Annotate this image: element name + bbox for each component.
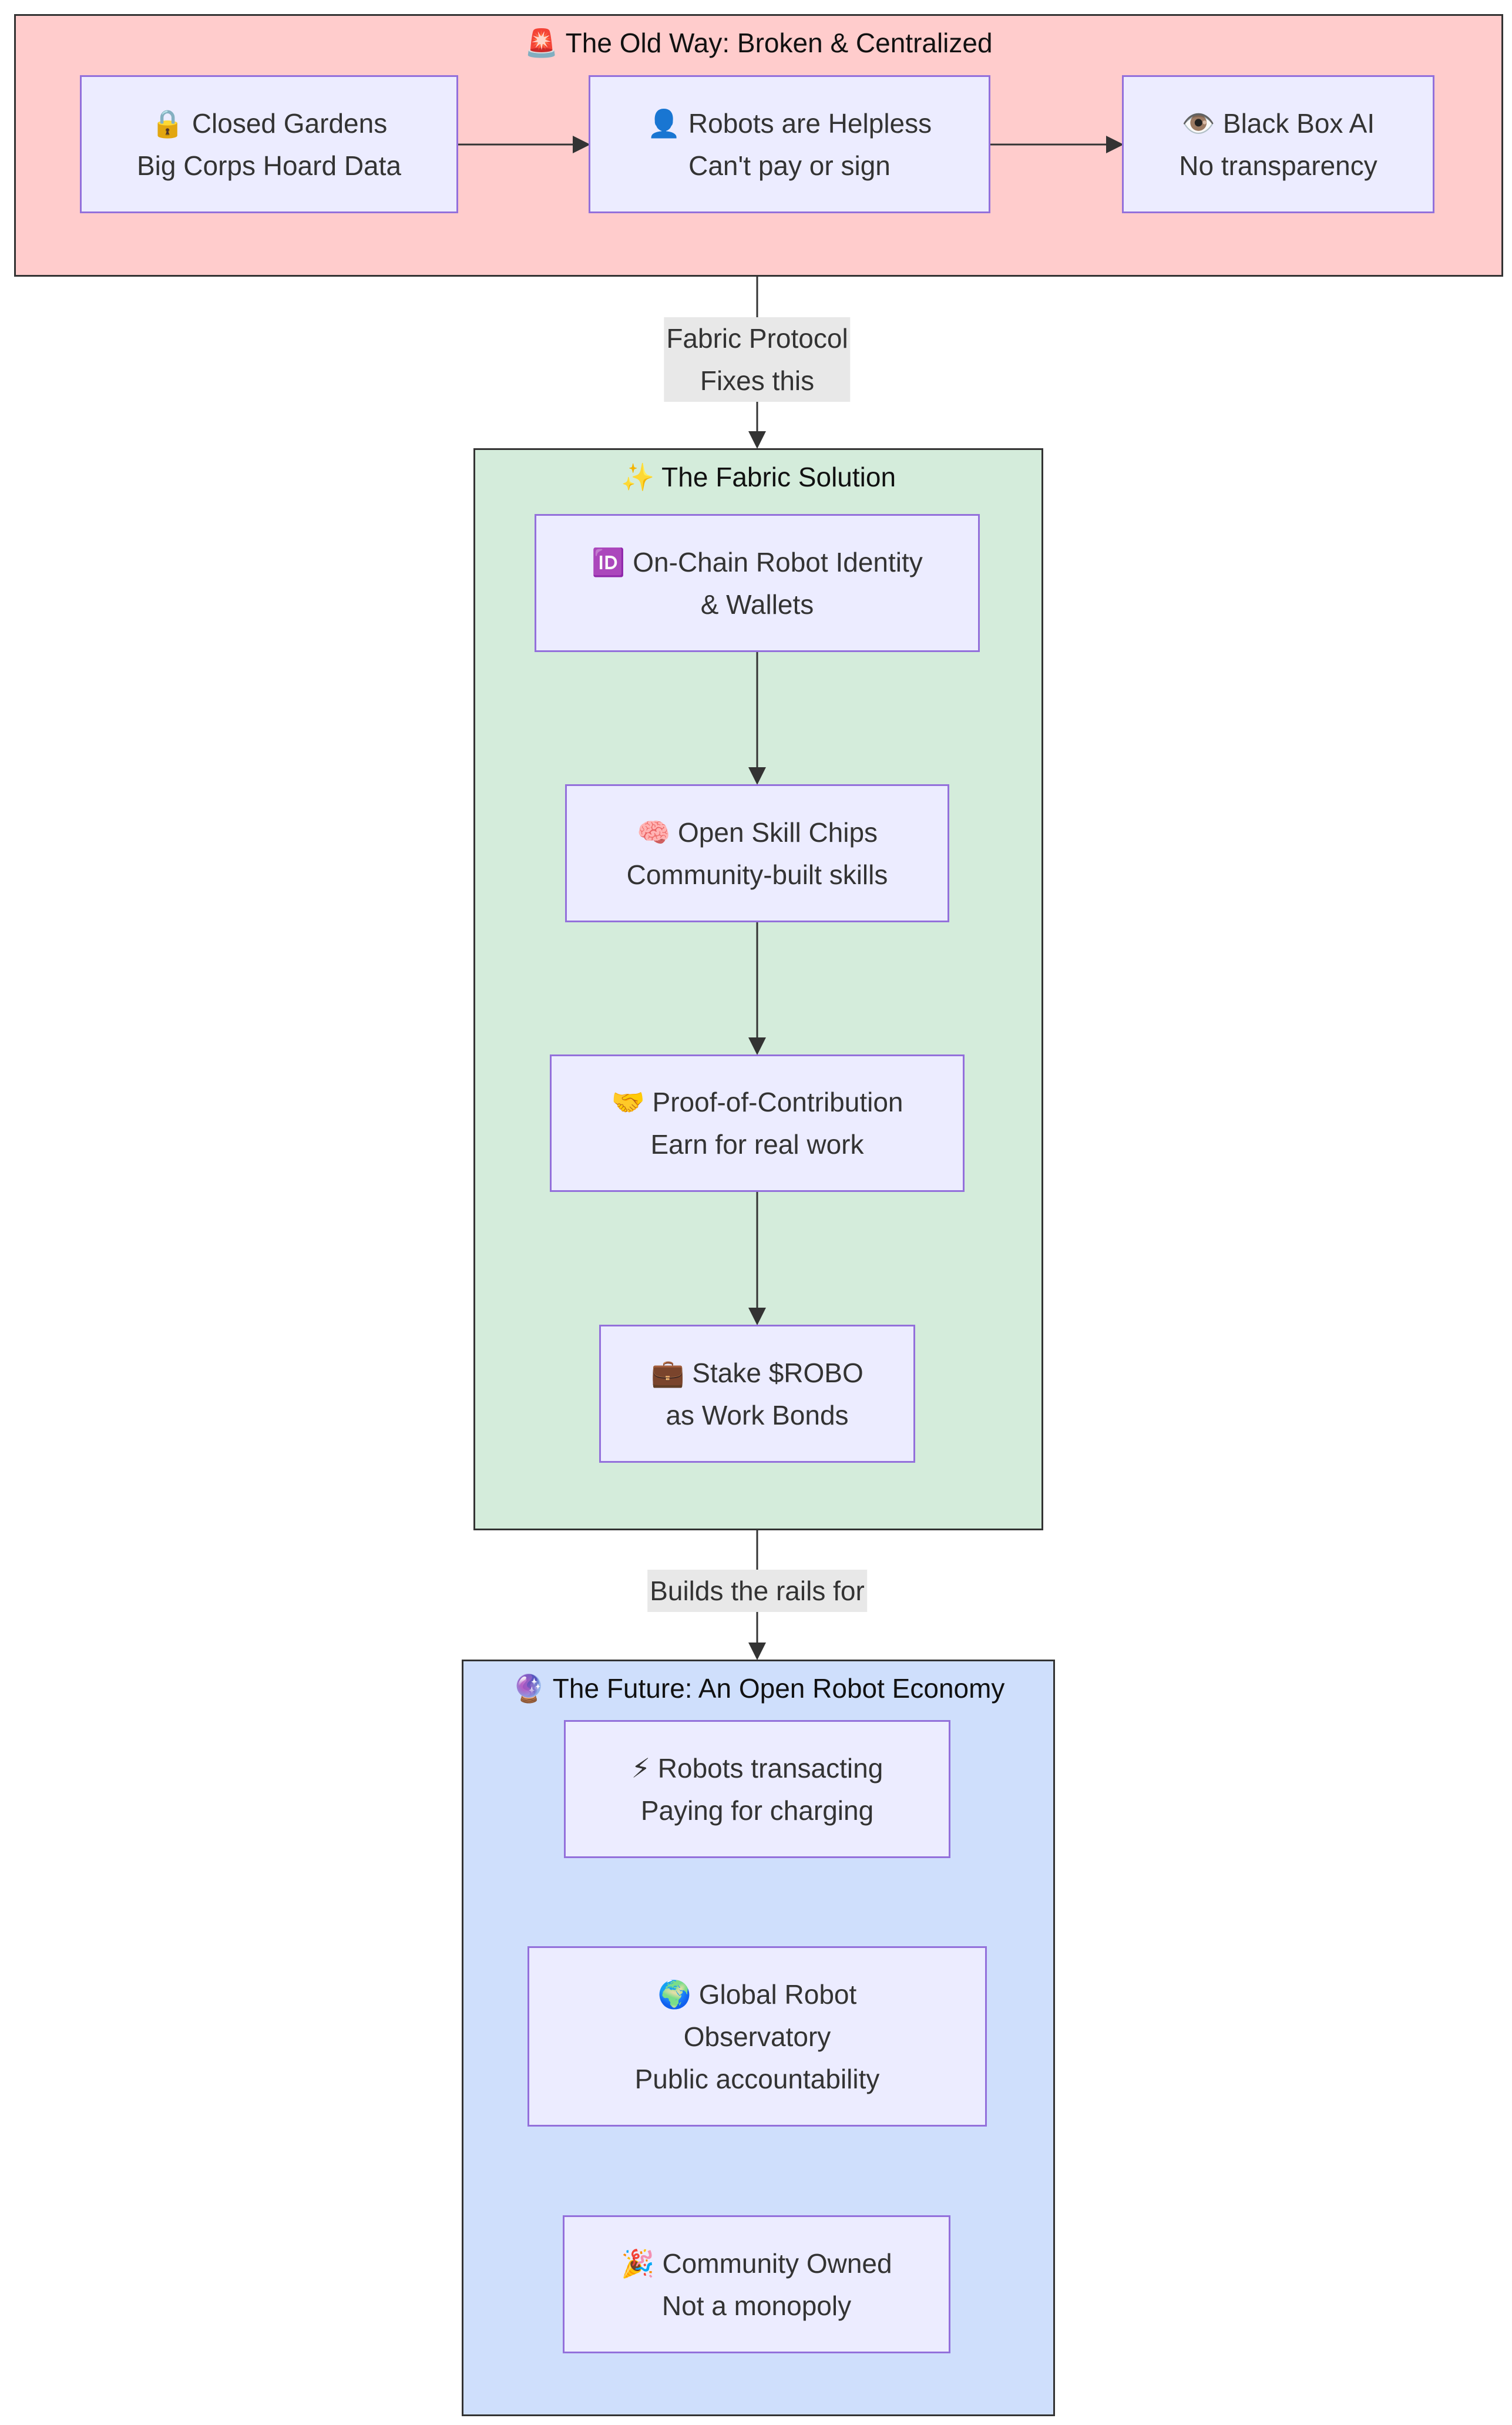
node-closed-gardens-title: 🔒 Closed Gardens (150, 108, 388, 139)
node-global-observatory-line2: Observatory (683, 2021, 831, 2052)
node-stake-robo-title: 💼 Stake $ROBO (651, 1357, 863, 1388)
edge-label-fabric-fixes-line2: Fixes this (700, 365, 815, 396)
node-robots-helpless: 👤 Robots are Helpless Can't pay or sign (589, 75, 990, 213)
node-community-owned-title: 🎉 Community Owned (621, 2248, 892, 2279)
node-robots-transacting-title: ⚡ Robots transacting (631, 1752, 883, 1784)
node-robots-helpless-title: 👤 Robots are Helpless (647, 108, 932, 139)
node-global-observatory: 🌍 Global Robot Observatory Public accoun… (527, 1946, 987, 2127)
node-robots-transacting: ⚡ Robots transacting Paying for charging (564, 1720, 950, 1858)
solution-cluster-title: ✨ The Fabric Solution (620, 462, 896, 492)
node-robots-transacting-subtitle: Paying for charging (640, 1795, 874, 1826)
edge-label-builds-rails: Builds the rails for (647, 1570, 867, 1612)
edge-label-builds-rails-line1: Builds the rails for (650, 1576, 865, 1606)
edge-label-fabric-fixes-line1: Fabric Protocol (666, 323, 848, 354)
future-cluster-title: 🔮 The Future: An Open Robot Economy (512, 1673, 1005, 1704)
node-closed-gardens: 🔒 Closed Gardens Big Corps Hoard Data (80, 75, 458, 213)
node-black-box-ai-title: 👁️ Black Box AI (1181, 108, 1375, 139)
node-global-observatory-line1: 🌍 Global Robot (657, 1979, 857, 2010)
node-open-skill-chips-title: 🧠 Open Skill Chips (636, 817, 878, 848)
node-open-skill-chips-subtitle: Community-built skills (626, 859, 888, 890)
node-robot-identity-subtitle: & Wallets (700, 589, 814, 620)
node-robot-identity: 🆔 On-Chain Robot Identity & Wallets (535, 514, 980, 652)
node-proof-of-contribution-title: 🤝 Proof-of-Contribution (611, 1087, 903, 1117)
node-community-owned-subtitle: Not a monopoly (661, 2290, 852, 2321)
edge-label-fabric-fixes: Fabric Protocol Fixes this (664, 317, 851, 402)
node-global-observatory-line3: Public accountability (634, 2063, 880, 2094)
node-robots-helpless-subtitle: Can't pay or sign (688, 150, 891, 181)
node-proof-of-contribution: 🤝 Proof-of-Contribution Earn for real wo… (550, 1054, 965, 1192)
old-way-cluster-title: 🚨 The Old Way: Broken & Centralized (525, 28, 993, 58)
node-robot-identity-title: 🆔 On-Chain Robot Identity (592, 546, 923, 577)
node-stake-robo-subtitle: as Work Bonds (666, 1399, 849, 1430)
node-closed-gardens-subtitle: Big Corps Hoard Data (137, 150, 401, 181)
node-stake-robo: 💼 Stake $ROBO as Work Bonds (599, 1325, 915, 1463)
node-black-box-ai: 👁️ Black Box AI No transparency (1122, 75, 1434, 213)
node-community-owned: 🎉 Community Owned Not a monopoly (563, 2215, 950, 2353)
node-open-skill-chips: 🧠 Open Skill Chips Community-built skill… (565, 784, 949, 922)
node-black-box-ai-subtitle: No transparency (1179, 150, 1377, 181)
node-proof-of-contribution-subtitle: Earn for real work (650, 1129, 864, 1160)
